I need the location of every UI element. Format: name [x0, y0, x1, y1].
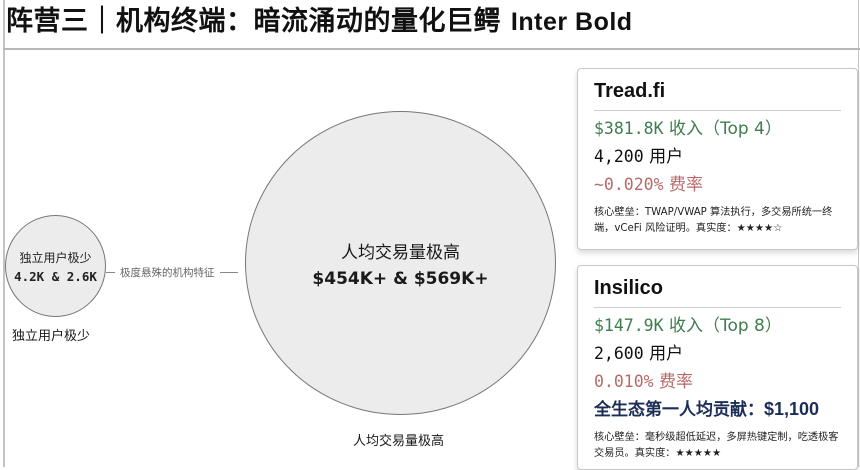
unique-users-caption: 独立用户极少: [12, 329, 91, 344]
revenue-label: 收入（Top 4）: [668, 119, 782, 139]
users-label: 用户: [649, 147, 684, 167]
revenue-row: $147.9K 收入（Top 8）: [594, 312, 841, 340]
fee-row: 0.010% 费率: [594, 368, 841, 396]
title-divider: [3, 48, 860, 50]
revenue-value: $147.9K: [594, 316, 664, 335]
users-value: 2,600: [594, 344, 644, 363]
unique-users-circle: 独立用户极少 4.2K & 2.6K: [5, 215, 106, 317]
unique-users-circle-label: 独立用户极少: [19, 250, 92, 265]
frame-left-border: [3, 0, 5, 467]
card-note: 核心壁垒：TWAP/VWAP 算法执行，多交易所统一终端，vCeFi 风险证明。…: [594, 207, 833, 234]
highlight-label: 全生态第一人均贡献：: [594, 400, 764, 420]
frame-right-border: [858, 0, 859, 467]
connector-line-right: [219, 272, 238, 273]
fee-label: 费率: [659, 372, 694, 392]
volume-per-user-caption: 人均交易量极高: [353, 434, 445, 449]
users-value: 4,200: [594, 147, 644, 166]
users-row: 4,200 用户: [594, 143, 841, 171]
card-note: 核心壁垒：毫秒级超低延迟，多屏热键定制，吃透极客交易员。真实度：★★★★★: [594, 432, 839, 459]
fee-value: ~0.020%: [594, 175, 664, 194]
users-label: 用户: [649, 344, 684, 364]
fee-value: 0.010%: [594, 372, 654, 391]
users-row: 2,600 用户: [594, 340, 841, 368]
card-title: Tread.fi: [594, 79, 841, 111]
page-title: 阵营三｜机构终端：暗流涌动的量化巨鳄 Inter Bold: [6, 2, 633, 42]
volume-per-user-circle-value: $454K+ & $569K+: [312, 268, 489, 289]
highlight-value: $1,100: [764, 399, 820, 419]
card-tread-fi: Tread.fi $381.8K 收入（Top 4） 4,200 用户 ~0.0…: [577, 68, 858, 250]
volume-per-user-circle-label: 人均交易量极高: [341, 242, 460, 263]
connector-label: 极度悬殊的机构特征: [120, 267, 215, 279]
unique-users-circle-value: 4.2K & 2.6K: [14, 268, 97, 284]
per-user-contribution-row: 全生态第一人均贡献：$1,100: [594, 396, 841, 424]
fee-label: 费率: [668, 175, 703, 195]
title-font-note: Inter Bold: [510, 8, 633, 36]
fee-row: ~0.020% 费率: [594, 171, 841, 199]
revenue-value: $381.8K: [594, 119, 664, 138]
volume-per-user-circle: 人均交易量极高 $454K+ & $569K+: [245, 111, 556, 415]
connector: 极度悬殊的机构特征: [106, 265, 246, 280]
connector-line-left: [106, 272, 115, 273]
card-insilico: Insilico $147.9K 收入（Top 8） 2,600 用户 0.01…: [577, 265, 858, 470]
card-title: Insilico: [594, 276, 841, 308]
revenue-label: 收入（Top 8）: [668, 316, 782, 336]
revenue-row: $381.8K 收入（Top 4）: [594, 115, 841, 143]
title-text: 阵营三｜机构终端：暗流涌动的量化巨鳄: [6, 6, 501, 37]
